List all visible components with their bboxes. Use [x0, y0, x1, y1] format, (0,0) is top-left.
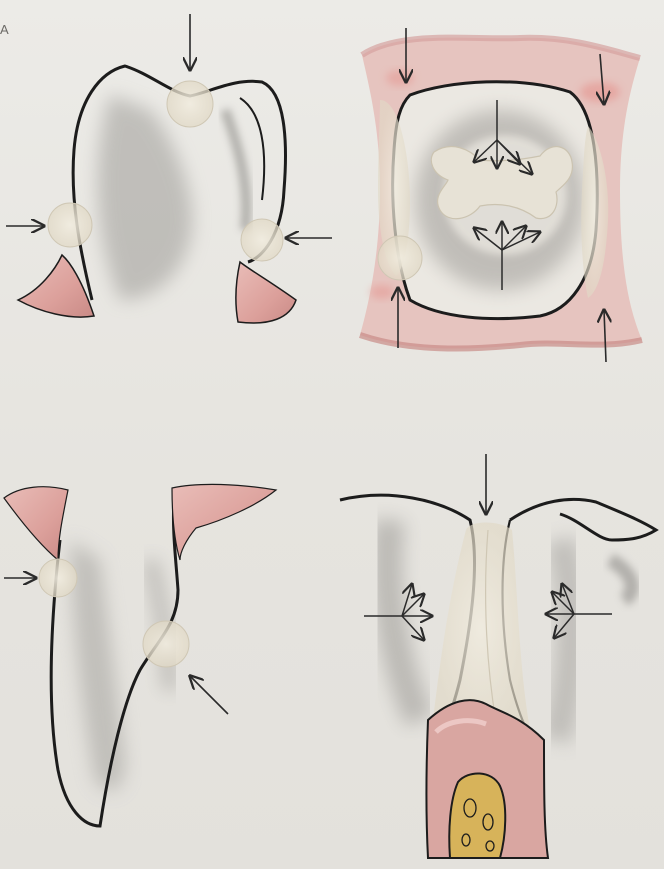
alveolar-bone: [449, 773, 505, 858]
molar-shadow: [98, 95, 193, 300]
molar-lateral-view: [6, 14, 332, 323]
molar-shadow-right: [225, 110, 246, 230]
incisor-lateral-view: [4, 484, 276, 826]
occlusal-contact-circle: [378, 236, 422, 280]
interproximal-shadow-left: [387, 520, 420, 720]
contact-area-mesial: [48, 203, 92, 247]
incisor-contact-right: [143, 621, 189, 667]
interproximal-view: [340, 454, 656, 858]
interproximal-shadow-right: [556, 540, 571, 740]
incisor-gum-left: [4, 487, 68, 560]
arrow-incisor-right: [190, 676, 228, 714]
incisor-gum-right: [172, 484, 276, 560]
gum-spot-bottom-left: [370, 285, 394, 299]
incisor-contact-left: [39, 559, 77, 597]
occlusal-view: [360, 28, 642, 362]
gum-spot-top-left: [386, 70, 414, 86]
interproximal-crown-right: [510, 499, 656, 540]
gum-right: [236, 262, 296, 323]
contact-area-distal: [241, 219, 283, 261]
incisor-shadow-left: [70, 540, 125, 790]
gum-spot-top-right: [580, 82, 620, 102]
contact-area-occlusal: [167, 81, 213, 127]
interproximal-shadow-far-right: [610, 560, 632, 600]
